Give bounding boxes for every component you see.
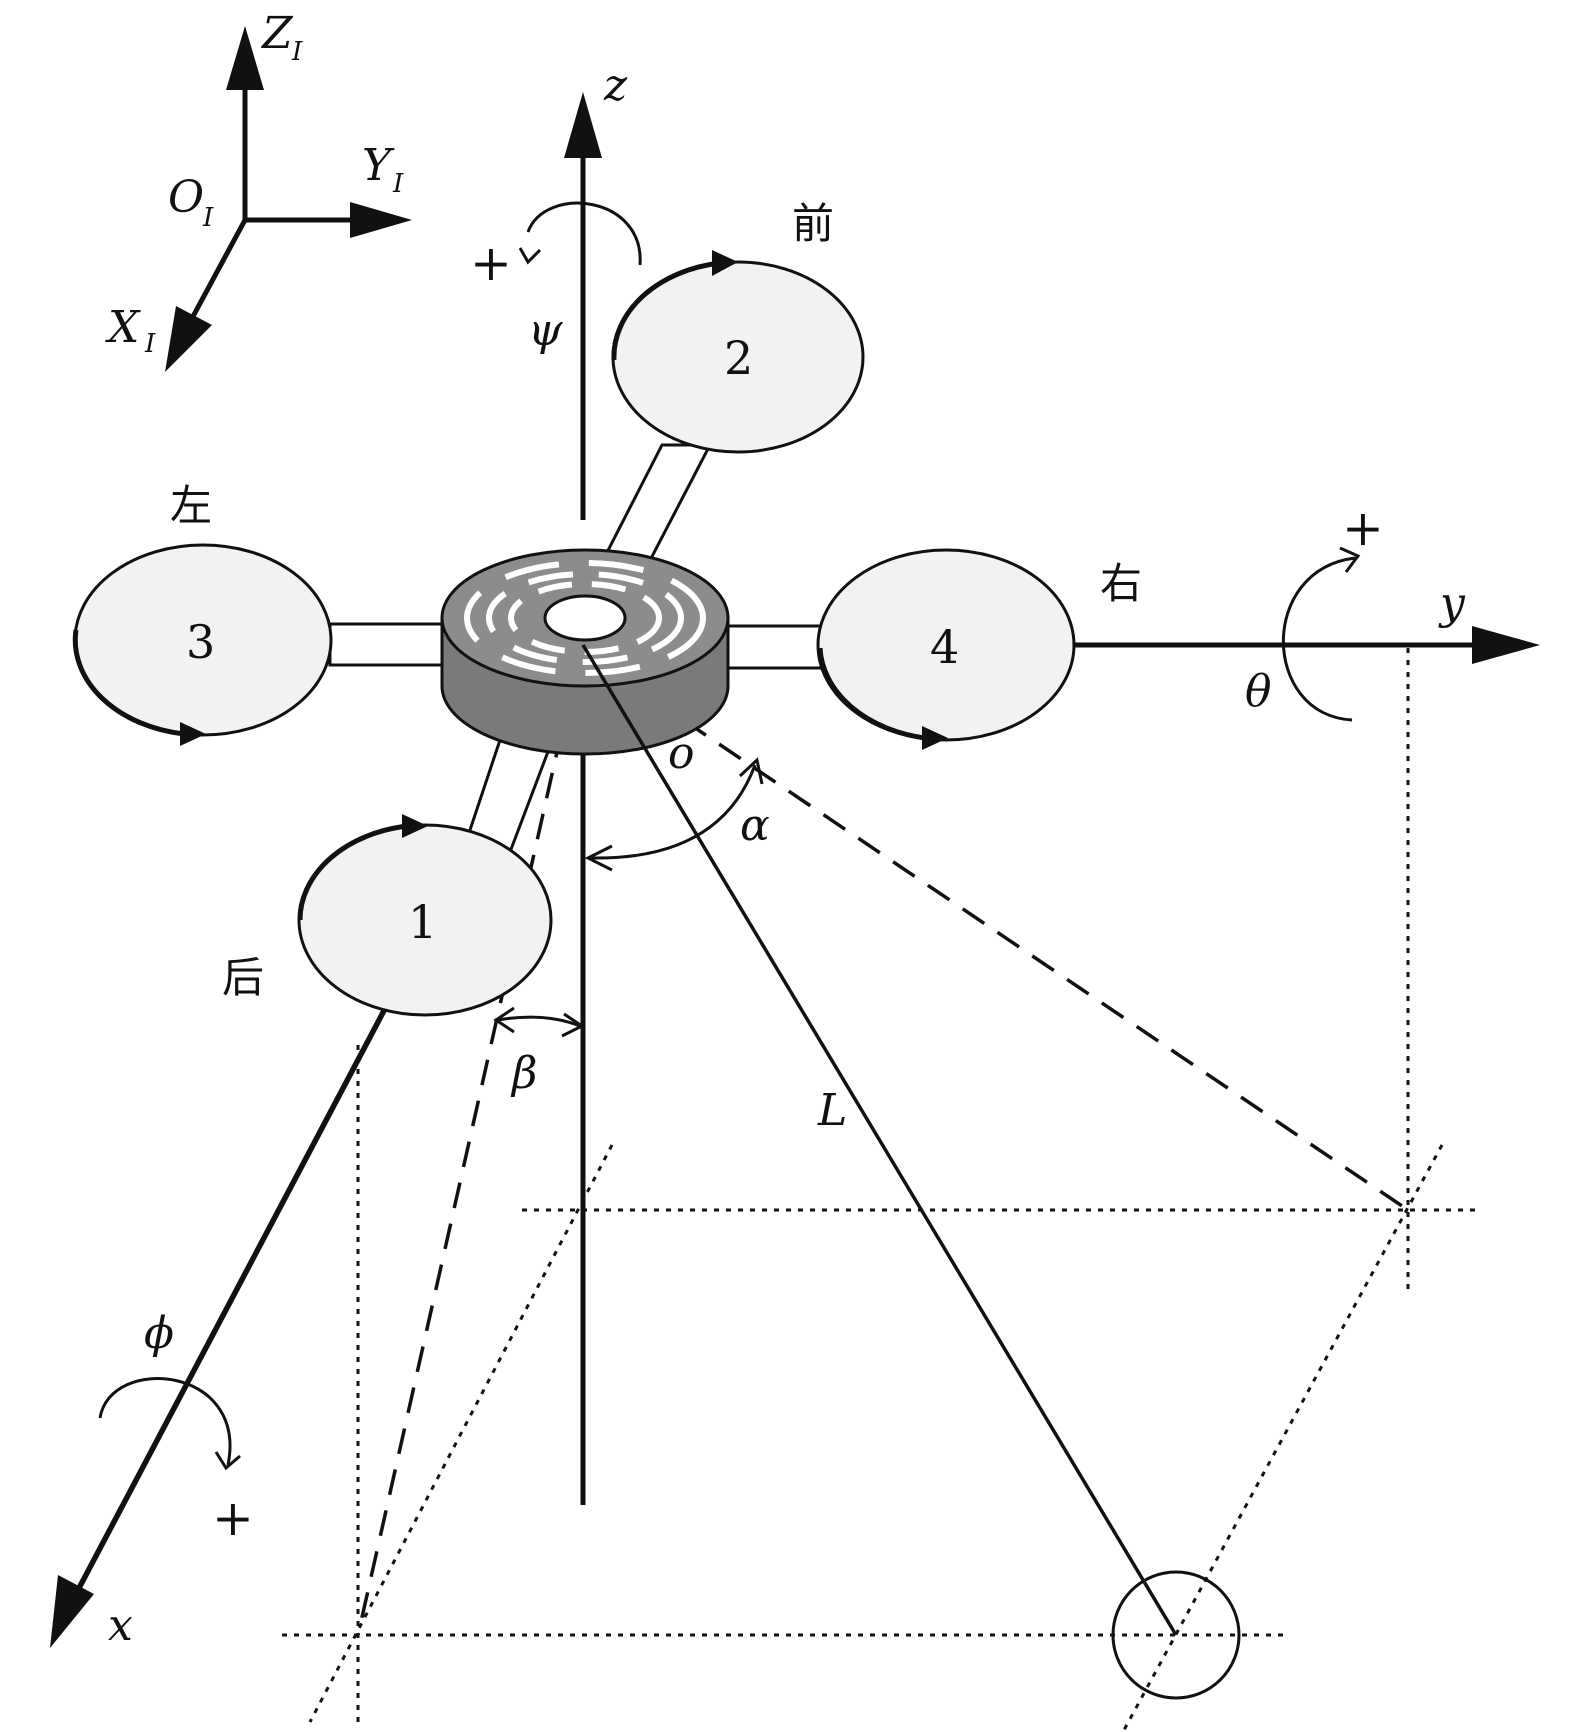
alpha-arrowhead-left <box>584 844 613 872</box>
alpha-arc <box>591 764 757 860</box>
central-hub <box>440 548 730 756</box>
yaw-rotation-indicator <box>518 201 642 266</box>
dotted-diagonal-left <box>308 1144 614 1723</box>
hub-ring-outer <box>464 560 706 676</box>
alpha-arrowhead-right <box>738 757 764 785</box>
rotor-4-position-label: 右 <box>1100 559 1142 608</box>
cable-length-label: L <box>817 1085 847 1136</box>
payload-circle <box>1111 1570 1241 1700</box>
rotor-2-direction-arc <box>611 260 721 361</box>
beta-arc <box>497 1015 581 1028</box>
dotted-diagonal-right <box>1122 1144 1444 1731</box>
rotor-4-direction-arc <box>817 647 926 741</box>
inertial-x-subscript: I <box>144 329 156 359</box>
hub-ring-middle <box>486 571 684 665</box>
body-origin-label: o <box>668 728 695 779</box>
rotor-3: 3 <box>72 543 333 746</box>
pitch-rotation-indicator <box>1282 546 1361 722</box>
rotor-2-position-label: 前 <box>792 199 834 248</box>
rotor-2-number: 2 <box>724 331 753 385</box>
rotor-3-position-label: 左 <box>170 481 212 530</box>
inertial-y-subscript: I <box>392 169 404 199</box>
rotor-1-number: 1 <box>408 895 437 949</box>
roll-rotation-indicator <box>98 1377 241 1471</box>
rotor-4-number: 4 <box>930 620 959 674</box>
pitch-positive-sign: + <box>1342 499 1384 557</box>
inertial-x-arrowhead <box>165 306 212 372</box>
rotor-1-direction-arc <box>297 823 409 921</box>
body-x-label: x <box>108 1600 133 1651</box>
dotted-guides <box>282 648 1480 1731</box>
beta-angle-arc <box>493 1006 585 1038</box>
alpha-angle-arc <box>584 757 764 872</box>
inertial-z-arrowhead <box>226 26 264 90</box>
dashed-projections <box>356 648 1409 1636</box>
roll-arc <box>98 1377 232 1466</box>
inertial-y-label: Y <box>362 140 395 191</box>
beta-arrowhead-right <box>561 1012 585 1038</box>
yaw-positive-sign: + <box>470 234 512 292</box>
body-y-axis <box>1070 626 1540 664</box>
rotor-3-number: 3 <box>186 615 215 669</box>
rotor-3-direction-arrowhead <box>180 722 206 746</box>
rotor-2: 2 <box>611 250 865 454</box>
cable-line <box>581 644 1178 1636</box>
inertial-x-label: X <box>105 302 141 353</box>
inertial-x-axis <box>187 218 248 324</box>
alpha-label: α <box>740 800 770 851</box>
hub-ring-inner <box>508 581 662 655</box>
arm-left <box>328 622 457 667</box>
body-x-arrowhead <box>50 1575 94 1648</box>
body-y-label: y <box>1438 578 1466 629</box>
rotor-4-disk <box>816 548 1076 742</box>
inertial-z-label: Z <box>260 8 294 59</box>
inertial-y-arrowhead <box>350 202 412 238</box>
yaw-arrowhead <box>518 247 542 265</box>
rotor-4-direction-arrowhead <box>922 726 948 750</box>
beta-arrowhead-left <box>493 1006 515 1034</box>
rotor-1: 1 <box>297 814 553 1017</box>
beta-label: β <box>510 1048 537 1099</box>
pitch-arrowhead <box>1339 546 1361 573</box>
rotor-2-direction-arrowhead <box>712 250 738 276</box>
rotor-4: 4 <box>816 548 1076 750</box>
yaw-label: ψ <box>528 305 563 356</box>
yaw-arc <box>526 201 642 266</box>
body-z-arrowhead <box>564 92 602 158</box>
hub-center-hole <box>543 594 627 642</box>
body-y-arrowhead <box>1472 626 1540 664</box>
pitch-label: θ <box>1245 666 1272 717</box>
body-z-axis <box>564 92 602 1505</box>
dashed-line-to-x-projection <box>356 649 582 1636</box>
rotor-3-direction-arc <box>72 629 185 737</box>
inertial-origin-subscript: I <box>202 203 214 233</box>
body-z-label: z <box>603 60 628 111</box>
roll-arrowhead <box>214 1451 241 1471</box>
rotor-1-direction-arrowhead <box>402 814 428 838</box>
roll-positive-sign: + <box>212 1489 254 1547</box>
rotor-1-position-label: 后 <box>222 953 264 1002</box>
inertial-z-subscript: I <box>291 37 303 67</box>
pitch-arc <box>1282 556 1356 722</box>
inertial-origin-label: O <box>168 172 204 223</box>
inertial-frame <box>165 26 412 372</box>
roll-label: ϕ <box>144 1308 174 1359</box>
